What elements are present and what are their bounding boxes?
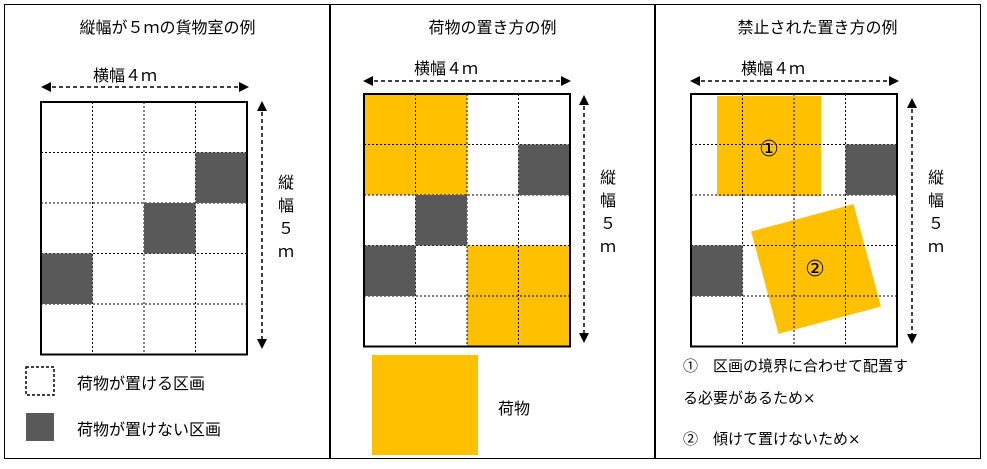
grid-border <box>40 101 248 356</box>
cargo-room-figure <box>25 82 267 441</box>
blocked-cell <box>144 203 196 254</box>
forbidden-grid <box>690 93 898 348</box>
marker-2: ② <box>805 257 825 282</box>
blocked-cell <box>364 245 416 296</box>
note-line-3: ② 傾けて置けないため× <box>683 430 861 448</box>
legend-blocked-swatch <box>26 413 54 441</box>
legend-cargo-swatch <box>372 355 478 455</box>
blocked-cell <box>691 245 743 296</box>
width-label: 横幅４ｍ <box>93 66 158 85</box>
panel-title: 荷物の置き方の例 <box>428 18 557 37</box>
note-line-2: る必要があるため× <box>683 389 816 407</box>
legend-placeable-swatch <box>25 366 55 396</box>
panel-title: 縦幅が５ｍの貨物室の例 <box>79 18 256 37</box>
forbidden-figure: ①② <box>690 76 917 348</box>
width-arrow <box>363 76 571 86</box>
width-arrow <box>41 82 249 92</box>
rotated-cargo <box>751 204 881 334</box>
blocked-cell <box>518 144 570 195</box>
placement-grid <box>363 93 571 348</box>
legend-cargo-label: 荷物 <box>498 399 531 418</box>
placement-figure <box>363 76 589 455</box>
marker-1: ① <box>759 137 779 162</box>
note-line-1: ① 区画の境界に合わせて配置す <box>683 357 909 375</box>
height-arrow <box>257 101 267 349</box>
legend-placeable-label: 荷物が置ける区画 <box>77 374 206 393</box>
legend-blocked-label: 荷物が置けない区画 <box>77 420 222 439</box>
height-arrow <box>907 98 917 344</box>
blocked-cell <box>845 144 897 195</box>
width-label: 横幅４ｍ <box>414 59 479 78</box>
blocked-cell <box>41 253 93 304</box>
panel-title: 禁止された置き方の例 <box>737 18 898 37</box>
grid-border <box>690 93 898 348</box>
blocked-cell <box>195 152 247 203</box>
blocked-cell <box>415 195 467 246</box>
width-label: 横幅４ｍ <box>741 59 806 78</box>
cargo-grid <box>40 101 248 356</box>
grid-border <box>363 93 571 348</box>
misaligned-cargo <box>717 96 821 196</box>
width-arrow <box>690 76 899 86</box>
height-arrow <box>579 95 589 343</box>
